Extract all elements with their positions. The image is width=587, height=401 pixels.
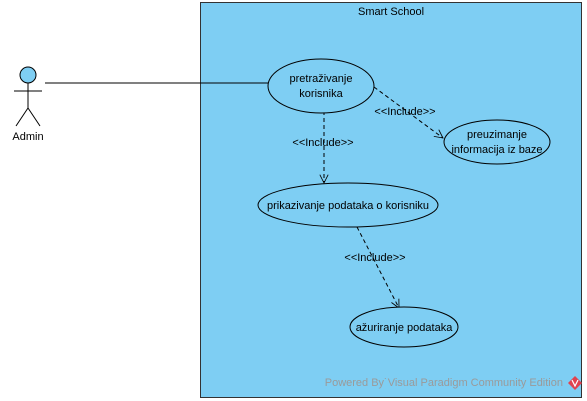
visual-paradigm-logo-icon	[568, 376, 582, 390]
watermark-text: Powered By˙Visual Paradigm Community Edi…	[325, 377, 563, 389]
use-case-azuriranje-line1: ažuriranje podataka	[356, 322, 454, 334]
actor-label: Admin	[12, 131, 43, 143]
use-case-prikazivanje[interactable]: prikazivanje podataka o korisniku	[257, 182, 439, 228]
use-case-pretrazivanje[interactable]: pretraživanje korisnika	[267, 58, 375, 114]
include-line-preuzimanje[interactable]	[373, 86, 443, 138]
use-case-pretrazivanje-line2: korisnika	[299, 88, 343, 100]
use-case-preuzimanje[interactable]: preuzimanje informacija iz baze	[443, 119, 551, 165]
include-label-azuriranje: <<Include>>	[344, 252, 405, 264]
use-case-preuzimanje-line2: informacija iz baze	[451, 144, 542, 156]
use-case-azuriranje[interactable]: ažuriranje podataka	[349, 306, 459, 348]
include-label-preuzimanje: <<Include>>	[374, 106, 435, 118]
use-case-prikazivanje-line1: prikazivanje podataka o korisniku	[267, 200, 429, 212]
actor-admin[interactable]: Admin	[12, 66, 44, 143]
actor-head	[19, 66, 37, 84]
use-case-preuzimanje-line1: preuzimanje	[467, 129, 527, 141]
include-label-prikazivanje: <<Include>>	[292, 137, 353, 149]
use-case-pretrazivanje-line1: pretraživanje	[290, 73, 353, 85]
actor-right-leg	[27, 107, 41, 127]
system-boundary-title: Smart School	[358, 6, 424, 18]
include-line-azuriranje[interactable]	[356, 226, 400, 308]
actor-left-leg	[15, 107, 29, 127]
